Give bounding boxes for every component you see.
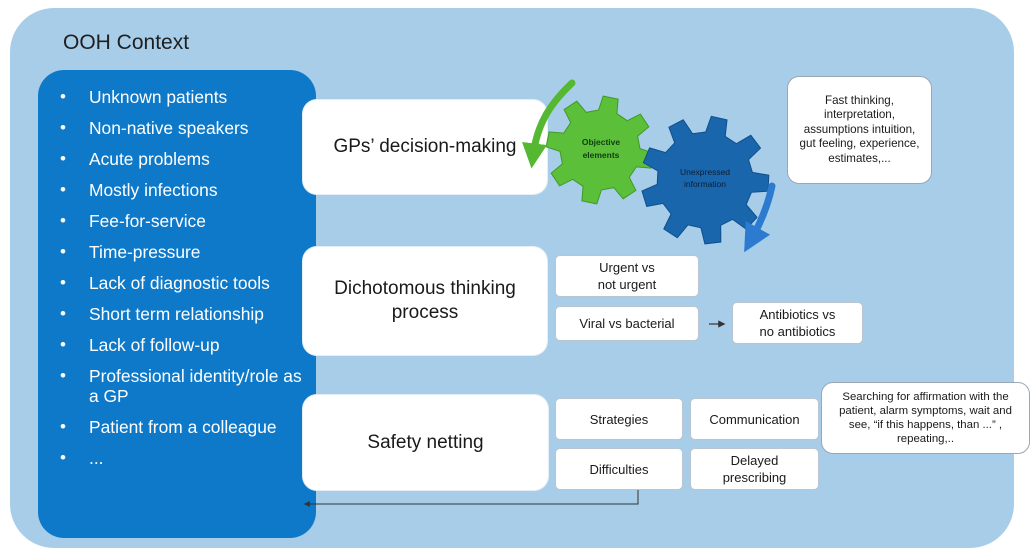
factor-item: Professional identity/role as a GP: [60, 366, 310, 406]
factor-item: Non-native speakers: [60, 118, 310, 138]
delayed-prescribing-box: Delayed prescribing: [690, 448, 819, 490]
factor-item: Short term relationship: [60, 304, 310, 324]
safety-netting-title: Safety netting: [367, 431, 484, 453]
antibiotics-line2: no antibiotics: [759, 324, 836, 339]
unexpressed-gear-label-line2: information: [684, 179, 726, 189]
urgent-line1: Urgent vs: [599, 260, 655, 275]
communication-box: Communication: [690, 398, 819, 440]
green-curved-arrow: [522, 79, 576, 169]
factor-item: Unknown patients: [60, 87, 310, 107]
blue-curved-arrow: [744, 182, 776, 253]
feedback-line: [305, 488, 639, 505]
factor-item: Fee-for-service: [60, 211, 310, 231]
factor-item: Patient from a colleague: [60, 417, 310, 437]
factor-item: Mostly infections: [60, 180, 310, 200]
factor-item: ...: [60, 448, 310, 468]
decision-making-title: GPs’ decision-making: [333, 136, 517, 157]
objective-gear-label-line1: Objective: [582, 137, 621, 147]
dichotomous-thinking-title: Dichotomous thinking process: [334, 278, 516, 323]
delayed-line1: Delayed: [730, 453, 779, 468]
urgent-vs-not-urgent-box: Urgent vs not urgent: [555, 255, 699, 297]
factor-item: Lack of diagnostic tools: [60, 273, 310, 293]
decision-making-card: GPs’ decision-making: [303, 100, 547, 194]
context-factors-list: Unknown patients Non-native speakers Acu…: [60, 87, 310, 479]
antibiotics-vs-no-antibiotics-box: Antibiotics vs no antibiotics: [732, 302, 863, 344]
dichotomous-thinking-card: Dichotomous thinking process: [303, 247, 547, 355]
factor-item: Time-pressure: [60, 242, 310, 262]
urgent-line2: not urgent: [597, 277, 657, 292]
safety-netting-card: Safety netting: [303, 395, 548, 490]
difficulties-box: Difficulties: [555, 448, 683, 490]
delayed-line2: prescribing: [722, 470, 787, 485]
objective-gear-label-line2: elements: [583, 150, 620, 160]
unexpressed-gear-label-line1: Unexpressed: [680, 167, 730, 177]
objective-elements-gear-icon: [545, 95, 655, 205]
context-title: OOH Context: [63, 31, 190, 54]
factor-item: Acute problems: [60, 149, 310, 169]
antibiotics-line1: Antibiotics vs: [759, 307, 836, 322]
strategies-box: Strategies: [555, 398, 683, 440]
factor-item: Lack of follow-up: [60, 335, 310, 355]
viral-vs-bacterial-box: Viral vs bacterial: [555, 306, 699, 341]
safety-netting-note: Searching for affirmation with the patie…: [821, 382, 1030, 454]
decision-making-note: Fast thinking, interpretation, assumptio…: [787, 76, 932, 184]
